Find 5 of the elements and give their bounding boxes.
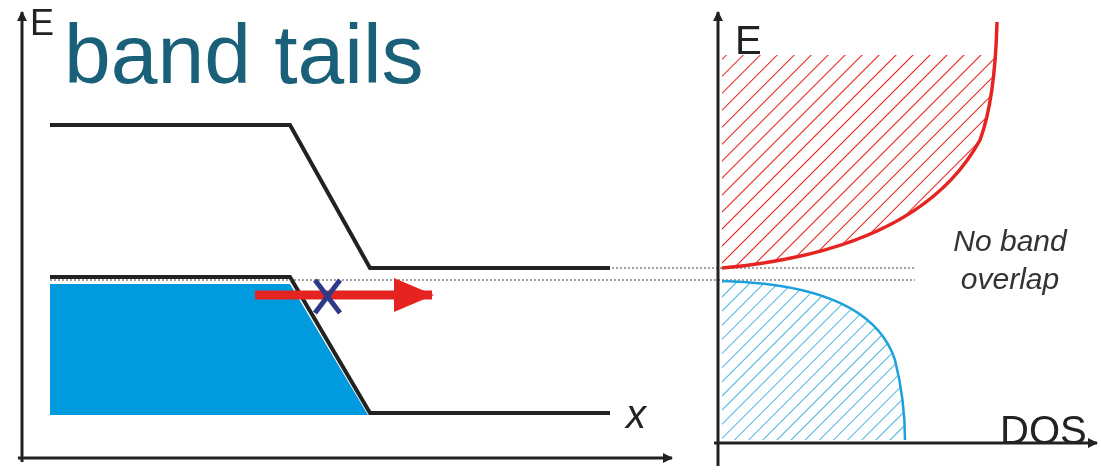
axis-label: E [30, 2, 54, 44]
title: band tails [64, 12, 424, 96]
annotation: No band overlap [952, 223, 1069, 297]
axis-label: E [735, 18, 762, 63]
axis-label: x [626, 392, 646, 437]
